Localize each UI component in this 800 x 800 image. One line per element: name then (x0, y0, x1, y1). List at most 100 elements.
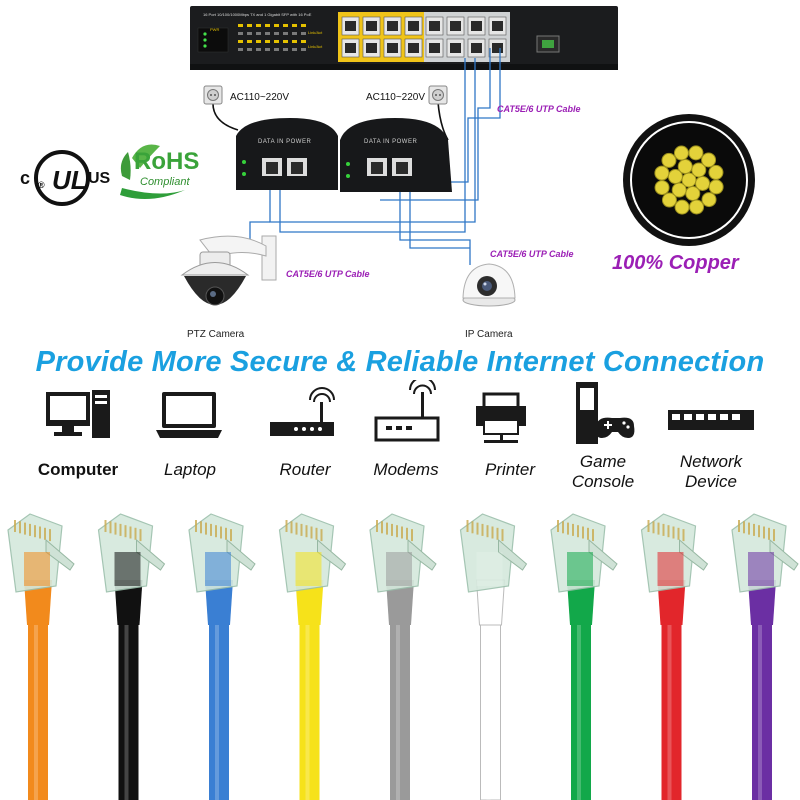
switch-port-socket (408, 43, 419, 53)
copper-wire-cross-section (623, 114, 755, 246)
plug-boot (386, 580, 414, 625)
copper-label: 100% Copper (612, 252, 739, 274)
svg-text:®: ® (38, 180, 45, 190)
device-label-game-console: Game Console (571, 452, 635, 491)
cable-jacket (661, 620, 682, 800)
cable-jacket (28, 620, 48, 800)
ptz-camera-label: PTZ Camera (187, 329, 245, 340)
copper-strand (677, 159, 693, 175)
cable-label-ip: CAT5E/6 UTP Cable (490, 249, 574, 259)
device-label-modems: Modems (373, 460, 439, 479)
plug-latch (136, 538, 166, 571)
wall-socket-right (428, 85, 448, 105)
plug-boot (295, 580, 324, 625)
switch-title: 16 Port 10/100/1000Mbps TX and 1 Gigabit… (203, 12, 312, 17)
laptop-icon (156, 392, 222, 438)
svg-text:UL: UL (52, 165, 87, 195)
plug-latch (317, 538, 347, 571)
rj45-plug (731, 513, 799, 800)
copper-strand (708, 179, 724, 195)
switch-port-socket (387, 21, 398, 31)
switch-port-socket (471, 21, 482, 31)
plug-latch (588, 538, 618, 571)
rj45-plug (369, 513, 437, 800)
device-label-printer: Printer (484, 460, 536, 479)
cable-jacket (571, 620, 591, 800)
computer-icon (46, 390, 110, 438)
switch-led-label-link1: Link/Act (308, 30, 323, 35)
copper-strand (701, 152, 717, 168)
switch-port-socket (429, 21, 440, 31)
rj45-plug (550, 513, 618, 800)
rj45-plugs-row (7, 513, 799, 800)
rohs-subtitle: Compliant (140, 176, 190, 188)
copper-strand (708, 164, 724, 180)
switch-port-socket (387, 43, 398, 53)
rj45-plug (278, 513, 347, 800)
plug-boot (205, 580, 233, 625)
cable-jacket (299, 620, 320, 800)
copper-strand (673, 145, 689, 161)
wall-socket-left (203, 85, 223, 105)
switch-led-label-pwr: PWR (210, 27, 220, 32)
ul-us-mark: US (88, 170, 111, 187)
switch-port-socket (450, 21, 461, 31)
rohs-title: RoHS (134, 148, 200, 175)
copper-strand (691, 162, 707, 178)
router-icon (270, 387, 335, 436)
switch-port-socket (366, 43, 377, 53)
switch-port-socket (492, 43, 503, 53)
cable-label-ptz: CAT5E/6 UTP Cable (286, 269, 370, 279)
device-icons-row (46, 380, 754, 444)
switch-port-socket (366, 21, 377, 31)
rj45-plug (640, 513, 709, 800)
network-cables (249, 48, 501, 265)
plug-boot (114, 580, 143, 625)
poe-injector-left (236, 118, 338, 190)
device-label-computer: Computer (37, 460, 119, 479)
cable-jacket (752, 620, 772, 800)
ul-c-mark: c (20, 168, 31, 188)
plug-boot (657, 580, 686, 625)
switch-port-socket (345, 43, 356, 53)
cable-jacket (118, 620, 139, 800)
switch-port-socket (492, 21, 503, 31)
poe-injector-right (340, 118, 452, 192)
device-label-laptop: Laptop (164, 460, 216, 479)
rj45-plug (7, 513, 75, 800)
plug-latch (45, 538, 75, 571)
printer-icon (476, 392, 526, 443)
plug-latch (407, 538, 437, 571)
modem-icon (374, 380, 440, 442)
plug-boot (748, 580, 776, 625)
ip-camera-label: IP Camera (465, 329, 513, 340)
network-device-icon (668, 410, 754, 430)
copper-strand (688, 145, 704, 161)
switch-port-socket (408, 21, 419, 31)
plug-latch (679, 538, 709, 571)
plug-boot (567, 580, 595, 625)
game-console-icon (576, 382, 635, 444)
rj45-plug (459, 513, 528, 800)
switch-port-socket (345, 21, 356, 31)
device-label-network-device: Network Device (679, 452, 743, 491)
injector-left-label: DATA IN POWER (258, 139, 312, 145)
plug-latch (769, 538, 799, 571)
copper-strand (654, 180, 670, 196)
poe-switch (190, 6, 618, 70)
ul-certification-logo: UL ® (34, 150, 90, 206)
switch-port-socket (429, 43, 440, 53)
copper-strand (671, 182, 687, 198)
ip-camera-icon (462, 263, 516, 307)
cable-jacket (390, 620, 410, 800)
plug-latch (498, 538, 528, 571)
rj45-plug (97, 513, 166, 800)
plug-boot (24, 580, 52, 625)
switch-port-socket (450, 43, 461, 53)
plug-latch (226, 538, 256, 571)
rohs-leaf-icon (120, 144, 185, 199)
copper-strand (674, 199, 690, 215)
copper-strand (661, 152, 677, 168)
switch-led-label-link2: Link/Act (308, 44, 323, 49)
